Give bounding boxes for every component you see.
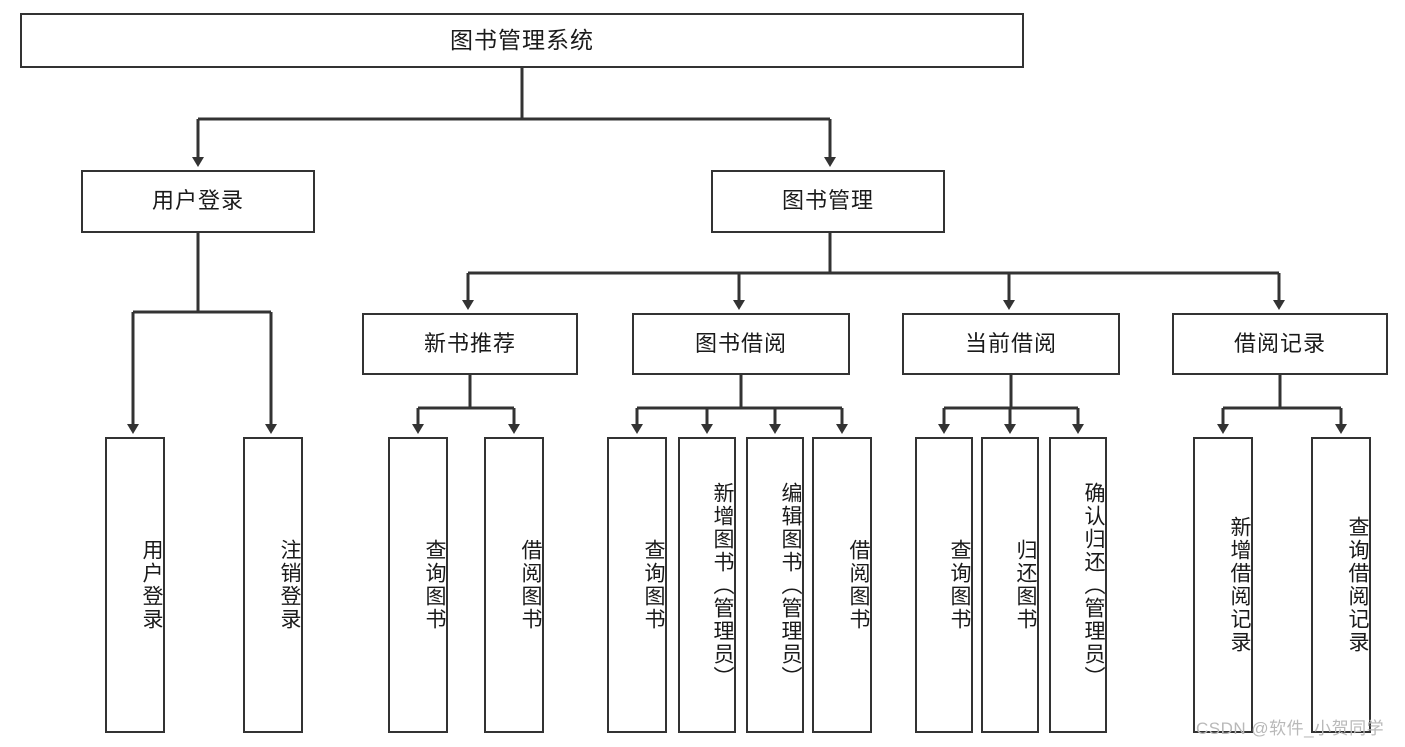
- leaf-query-book-borrow[interactable]: 查询图书: [607, 437, 667, 733]
- leaf-query-borrow-record[interactable]: 查询借阅记录: [1311, 437, 1371, 733]
- leaf-add-book-admin[interactable]: 新增图书（管理员）: [678, 437, 736, 733]
- node-current-borrow[interactable]: 当前借阅: [902, 313, 1120, 375]
- leaf-logout[interactable]: 注销登录: [243, 437, 303, 733]
- leaf-borrow-book-recommend[interactable]: 借阅图书: [484, 437, 544, 733]
- node-book-borrow[interactable]: 图书借阅: [632, 313, 850, 375]
- node-book-management[interactable]: 图书管理: [711, 170, 945, 233]
- leaf-edit-book-admin[interactable]: 编辑图书（管理员）: [746, 437, 804, 733]
- leaf-add-borrow-record[interactable]: 新增借阅记录: [1193, 437, 1253, 733]
- leaf-query-book-recommend[interactable]: 查询图书: [388, 437, 448, 733]
- csdn-watermark: CSDN @软件_小贺同学: [1196, 719, 1385, 738]
- node-root-book-management-system[interactable]: 图书管理系统: [20, 13, 1024, 68]
- node-new-book-recommend[interactable]: 新书推荐: [362, 313, 578, 375]
- node-borrow-record[interactable]: 借阅记录: [1172, 313, 1388, 375]
- leaf-confirm-return-admin[interactable]: 确认归还（管理员）: [1049, 437, 1107, 733]
- node-user-login[interactable]: 用户登录: [81, 170, 315, 233]
- leaf-user-login[interactable]: 用户登录: [105, 437, 165, 733]
- leaf-borrow-book[interactable]: 借阅图书: [812, 437, 872, 733]
- leaf-query-book-current[interactable]: 查询图书: [915, 437, 973, 733]
- leaf-return-book[interactable]: 归还图书: [981, 437, 1039, 733]
